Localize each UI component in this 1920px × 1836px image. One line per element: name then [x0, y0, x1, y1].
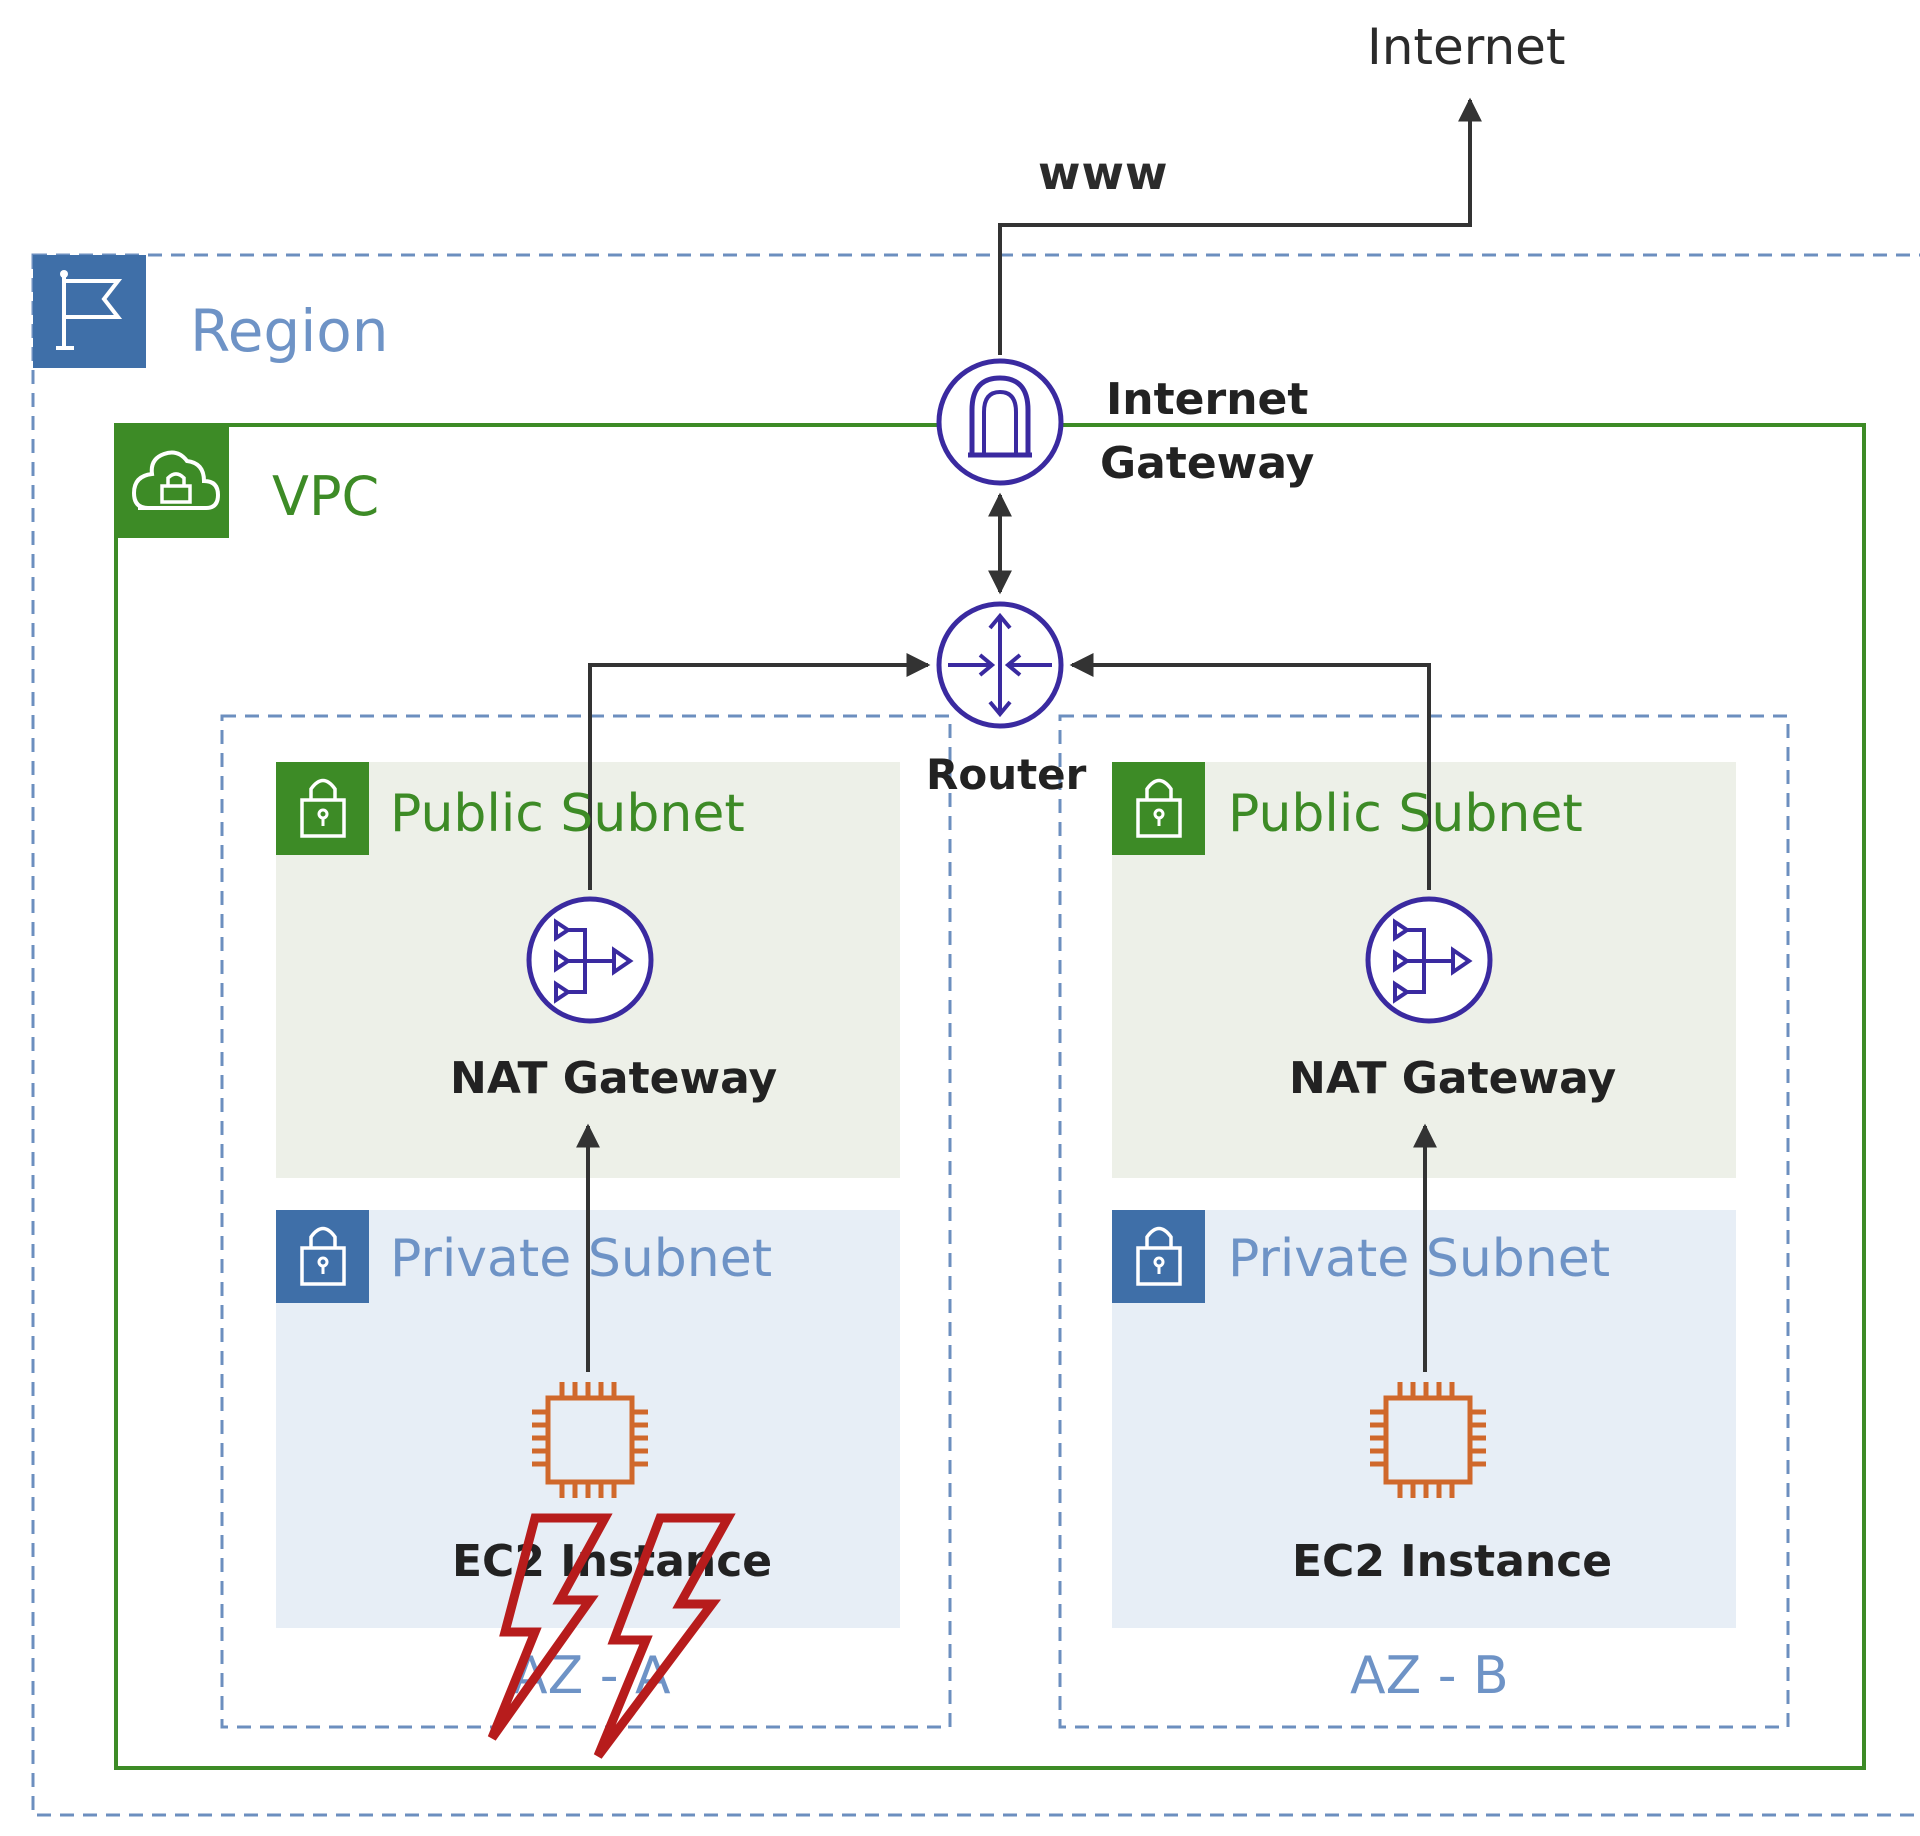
private-subnet-b-lock-icon: [1112, 1210, 1205, 1303]
internet-gateway-label: Internet Gateway: [1100, 368, 1314, 496]
private-subnet-a-label: Private Subnet: [390, 1229, 773, 1289]
az-a-boundary: [220, 714, 952, 1729]
public-subnet-a-lock-icon: [276, 762, 369, 855]
az-b-label: AZ - B: [1350, 1646, 1509, 1706]
vpc-cloud-lock-icon: [116, 425, 229, 538]
private-subnet-a-lock-icon: [276, 1210, 369, 1303]
region-boundary: [31, 253, 1920, 1817]
internet-gateway-icon: [936, 358, 1064, 486]
lightning-bolt-icon: [593, 1513, 736, 1759]
nat-a-to-router-arrow: [588, 653, 931, 890]
region-flag-icon: [33, 255, 146, 368]
nat-gateway-b-icon: [1365, 896, 1493, 1024]
az-b-boundary: [1058, 714, 1790, 1729]
router-icon: [936, 601, 1064, 729]
ec2-instance-b-icon: [1370, 1382, 1486, 1498]
nat-gateway-b-label: NAT Gateway: [1289, 1053, 1617, 1104]
ec2-instance-b-label: EC2 Instance: [1292, 1536, 1613, 1587]
public-subnet-a-label: Public Subnet: [390, 784, 745, 844]
lightning-bolt-icon: [487, 1513, 613, 1741]
nat-gateway-a-label: NAT Gateway: [450, 1053, 778, 1104]
nat-b-to-router-arrow: [1069, 653, 1431, 890]
vpc-label: VPC: [272, 465, 380, 528]
nat-gateway-a-icon: [526, 896, 654, 1024]
internet-label: Internet: [1367, 18, 1566, 76]
public-subnet-b-label: Public Subnet: [1228, 784, 1583, 844]
public-subnet-b-lock-icon: [1112, 762, 1205, 855]
private-subnet-b-label: Private Subnet: [1228, 1229, 1611, 1289]
igw-to-internet-arrow: [998, 97, 1482, 355]
www-label: www: [1038, 146, 1169, 200]
ec2-instance-a-icon: [532, 1382, 648, 1498]
region-label: Region: [190, 297, 389, 365]
internet-gateway-label-line1: Internet: [1105, 374, 1309, 425]
router-label: Router: [926, 750, 1087, 799]
ec2-instance-a-label: EC2 Instance: [452, 1536, 773, 1587]
internet-gateway-label-line2: Gateway: [1100, 437, 1315, 489]
